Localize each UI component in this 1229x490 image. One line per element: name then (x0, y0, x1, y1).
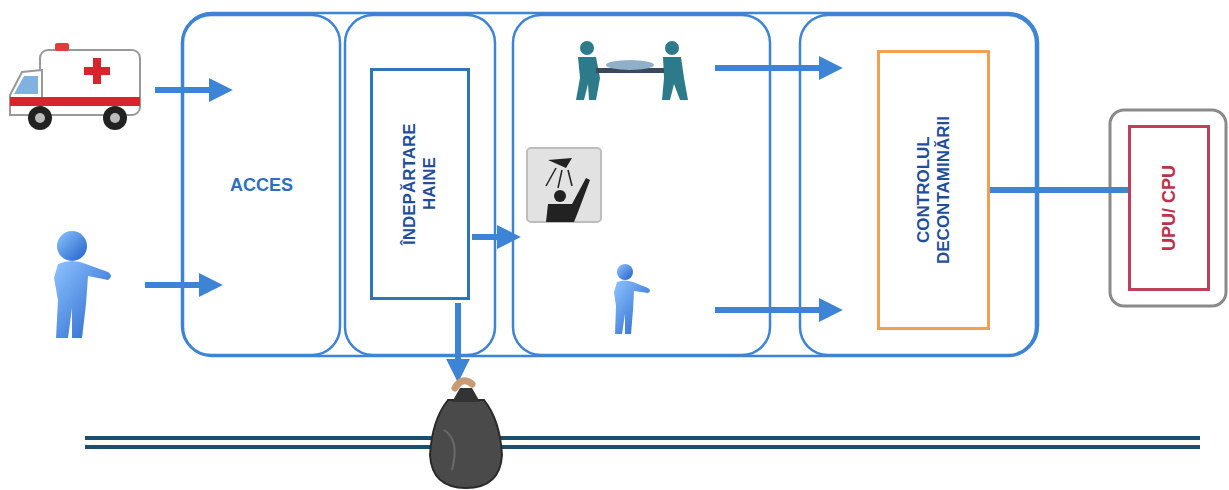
bag-body (430, 400, 502, 488)
flow-arrow (145, 282, 212, 288)
access-box: ACCES (183, 15, 340, 355)
flow-arrow (472, 234, 510, 240)
unit-frame (1110, 110, 1226, 306)
ground-line (85, 436, 1200, 440)
ambulance-window (14, 76, 38, 94)
person-head (57, 231, 87, 261)
shower-icon (527, 148, 601, 222)
decontamination-control-box: CONTROLUL DECONTAMINĂRII (877, 50, 990, 330)
control-panel (800, 15, 1036, 355)
bearer-head (665, 41, 679, 55)
undress-panel (345, 15, 495, 355)
flow-arrow (155, 87, 222, 93)
stretcher-icon (576, 41, 688, 100)
shower-person-body (546, 178, 590, 222)
wheel (103, 106, 127, 130)
garbage-bag-icon (430, 381, 502, 488)
emergency-unit-box: UPU/ CPU (1128, 125, 1210, 291)
bearer-body (576, 57, 600, 100)
flow-connector (990, 187, 1128, 193)
patient (606, 60, 654, 70)
person-icon (54, 231, 111, 338)
hand (455, 381, 472, 388)
box-label: UPU/ CPU (1159, 138, 1180, 278)
ambulance-icon (10, 43, 140, 130)
flow-arrow (455, 303, 461, 372)
bearer-head (580, 41, 594, 55)
person-body (614, 281, 650, 335)
ground-line (85, 445, 1200, 449)
box-label: ACCES (230, 175, 293, 196)
wheel (28, 106, 52, 130)
bearer-body (662, 57, 688, 100)
person-body (54, 261, 111, 338)
box-label: CONTROLUL DECONTAMINĂRII (914, 80, 953, 300)
shower-spray (558, 170, 562, 188)
shower-spray (568, 170, 572, 186)
undress-box: ÎNDEPĂRTARE HAINE (370, 68, 470, 300)
shower-head (548, 158, 572, 168)
wheel-hub (110, 113, 120, 123)
flow-arrow (715, 307, 832, 313)
ambulance-cross (84, 67, 110, 75)
box-label: ÎNDEPĂRTARE HAINE (400, 104, 439, 264)
person-icon (614, 264, 650, 334)
wheel-hub (35, 113, 45, 123)
enclosure-outline (182, 13, 1038, 356)
access-panel (183, 15, 340, 355)
ambulance-stripe (10, 97, 140, 106)
shower-tile (527, 148, 601, 222)
bag-fold (444, 430, 455, 470)
shower-spray (546, 168, 556, 186)
flow-arrow (715, 65, 832, 71)
ambulance-light (55, 43, 69, 51)
person-head (617, 264, 633, 280)
shower-person-head (554, 190, 566, 202)
